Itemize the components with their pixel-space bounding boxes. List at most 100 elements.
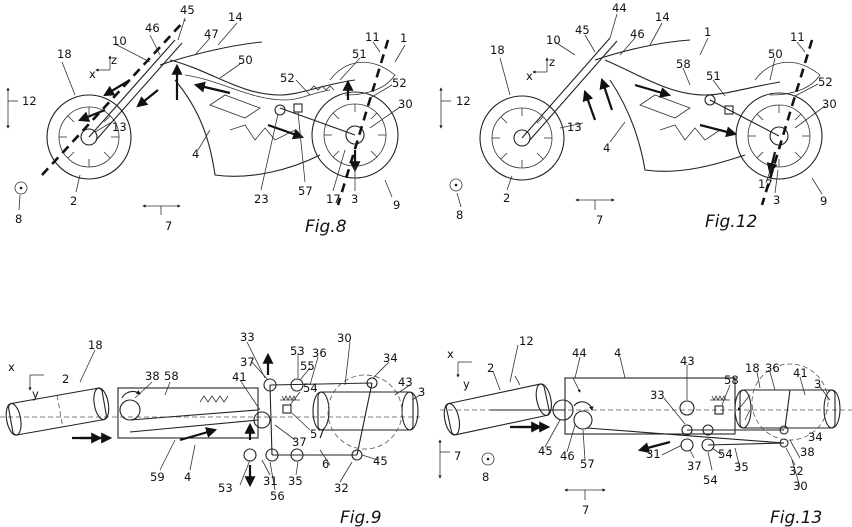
ref-37: 37 <box>687 459 702 473</box>
ref-38: 45 <box>373 454 388 468</box>
swing-arm-plan <box>243 377 378 462</box>
ref-31: 31 <box>263 474 278 488</box>
swing-arm <box>709 99 780 137</box>
axis-y-label: y <box>32 387 39 401</box>
ref-4: 4 <box>614 346 621 360</box>
ref-35: 35 <box>288 474 303 488</box>
ref-1: 1 <box>400 31 407 45</box>
ref-3: 3 <box>351 192 358 206</box>
axis-z-label: z <box>111 53 117 67</box>
front-wheel <box>479 95 565 181</box>
ref-9: 9 <box>820 194 827 208</box>
axis-z-label: z <box>549 55 555 69</box>
ref-57: 58 <box>724 373 739 387</box>
ref-38: 38 <box>800 445 815 459</box>
ref-58: 58 <box>676 57 691 71</box>
fig9-caption: Fig.9 <box>340 508 382 527</box>
ref-2: 2 <box>487 361 494 375</box>
ref-9: 9 <box>393 198 400 212</box>
ref-51: 52 <box>280 71 295 85</box>
frame-upper <box>169 59 356 96</box>
handlebar <box>594 39 691 61</box>
figure-12: x z 18 10 <box>439 1 837 232</box>
ref-37: 37 <box>240 355 255 369</box>
frame-lower <box>609 79 746 172</box>
axis-11 <box>760 39 814 206</box>
figure-8: x z <box>6 3 413 237</box>
ref-43: 43 <box>398 375 413 389</box>
ref-41: 43 <box>680 354 695 368</box>
ref-4: 4 <box>184 470 191 484</box>
ref-30: 30 <box>822 97 837 111</box>
ref-8: 8 <box>456 208 463 222</box>
ref-32: 32 <box>334 481 349 495</box>
ref-44: 44 <box>612 1 627 15</box>
fig12-caption: Fig.12 <box>705 212 757 232</box>
ref-41: 41 <box>232 370 247 384</box>
ref-54: 54 <box>303 381 318 395</box>
ref-31: 31 <box>646 447 661 461</box>
fig8-caption: Fig.8 <box>305 217 347 237</box>
ref-12: 12 <box>456 94 471 108</box>
ref-56: 54 <box>703 473 718 487</box>
ref-56: 56 <box>270 489 285 503</box>
ref-45: 38 <box>145 369 160 383</box>
front-fork <box>521 37 611 139</box>
front-wheel-plan <box>5 387 110 436</box>
ref-36: 36 <box>312 346 327 360</box>
ref-30: 30 <box>337 331 352 345</box>
ref-34: 34 <box>808 430 823 444</box>
ref-11: 11 <box>365 30 380 44</box>
ref-52: 52 <box>392 76 407 90</box>
ref-50: 51 <box>352 47 367 61</box>
ref-46: 46 <box>630 27 645 41</box>
ref-17: 17 <box>758 177 773 191</box>
ref-4: 4 <box>192 147 199 161</box>
ref-18: 18 <box>88 338 103 352</box>
axis-y-label: y <box>463 377 470 391</box>
ref-7: 7 <box>165 219 172 233</box>
steering-axis <box>41 19 186 176</box>
ref-33: 33 <box>240 330 255 344</box>
axis-x-label: x <box>447 347 454 361</box>
ref-2: 2 <box>503 191 510 205</box>
ref-12: 8 <box>482 470 489 484</box>
ref-10: 10 <box>546 33 561 47</box>
ref-7: 7 <box>596 213 603 227</box>
ref-51: 51 <box>706 69 721 83</box>
ref-33: 33 <box>650 388 665 402</box>
ref-46: 47 <box>204 27 219 41</box>
ref-59: 59 <box>150 470 165 484</box>
fig13-caption: Fig.13 <box>770 508 822 527</box>
rear-wheel-plan <box>312 374 419 450</box>
front-fork <box>88 39 176 138</box>
ref-18: 18 <box>490 43 505 57</box>
ref-52: 52 <box>818 75 833 89</box>
ref-2: 2 <box>70 194 77 208</box>
ref-53: 53 <box>290 344 305 358</box>
frame-lower <box>174 79 321 177</box>
ref-30: 30 <box>398 97 413 111</box>
front-wheel <box>46 94 132 180</box>
ref-45: 46 <box>145 21 160 35</box>
axis-x-label: x <box>8 360 15 374</box>
ref-54: 54 <box>718 447 733 461</box>
ref-35: 35 <box>734 460 749 474</box>
ref-14: 14 <box>228 10 243 24</box>
ref-36: 36 <box>765 361 780 375</box>
ref-45: 45 <box>538 444 553 458</box>
axis-x-label: x <box>526 69 533 83</box>
figure-13: x y <box>438 334 852 527</box>
ref-32: 32 <box>789 464 804 478</box>
figure-9: x y 18 <box>0 330 425 527</box>
ref-46: 46 <box>560 449 575 463</box>
axis-x-label: x <box>89 67 96 81</box>
ref-2: 2 <box>62 372 69 386</box>
ref-18: 12 <box>519 334 534 348</box>
ref-50: 50 <box>768 47 783 61</box>
ref-55: 55 <box>300 359 315 373</box>
ref-37b: 37 <box>292 435 307 449</box>
ref-3: 3 <box>773 193 780 207</box>
